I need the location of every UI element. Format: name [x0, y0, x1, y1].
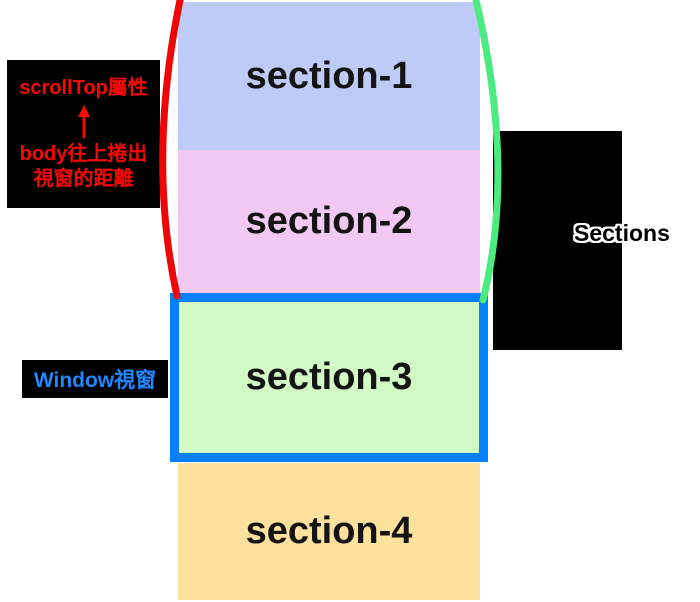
- sections-annotation-box: Sections: [493, 131, 670, 350]
- section-1-block: section-1: [178, 2, 480, 150]
- window-viewport-label: Window視窗: [22, 360, 168, 398]
- scrolltop-annotation: scrollTop屬性 body往上捲出 視窗的距離: [7, 60, 160, 208]
- window-viewport-box: section-3: [170, 293, 488, 462]
- scrolltop-property-text: scrollTop屬性: [19, 77, 148, 99]
- window-label-text: Window視窗: [33, 369, 157, 392]
- section-4-block: section-4: [178, 463, 480, 600]
- section-2-label: section-2: [245, 200, 413, 242]
- section-3-label: section-3: [245, 356, 413, 398]
- section-4-label: section-4: [245, 510, 413, 552]
- sections-outlined-text: Sections: [574, 220, 670, 246]
- section-2-block: section-2: [178, 150, 480, 293]
- scrolltop-desc-line2: 視窗的距離: [33, 168, 134, 190]
- section-1-label: section-1: [245, 54, 413, 97]
- scrolltop-desc-line1: body往上捲出: [19, 143, 148, 165]
- up-arrow-icon: [76, 105, 92, 139]
